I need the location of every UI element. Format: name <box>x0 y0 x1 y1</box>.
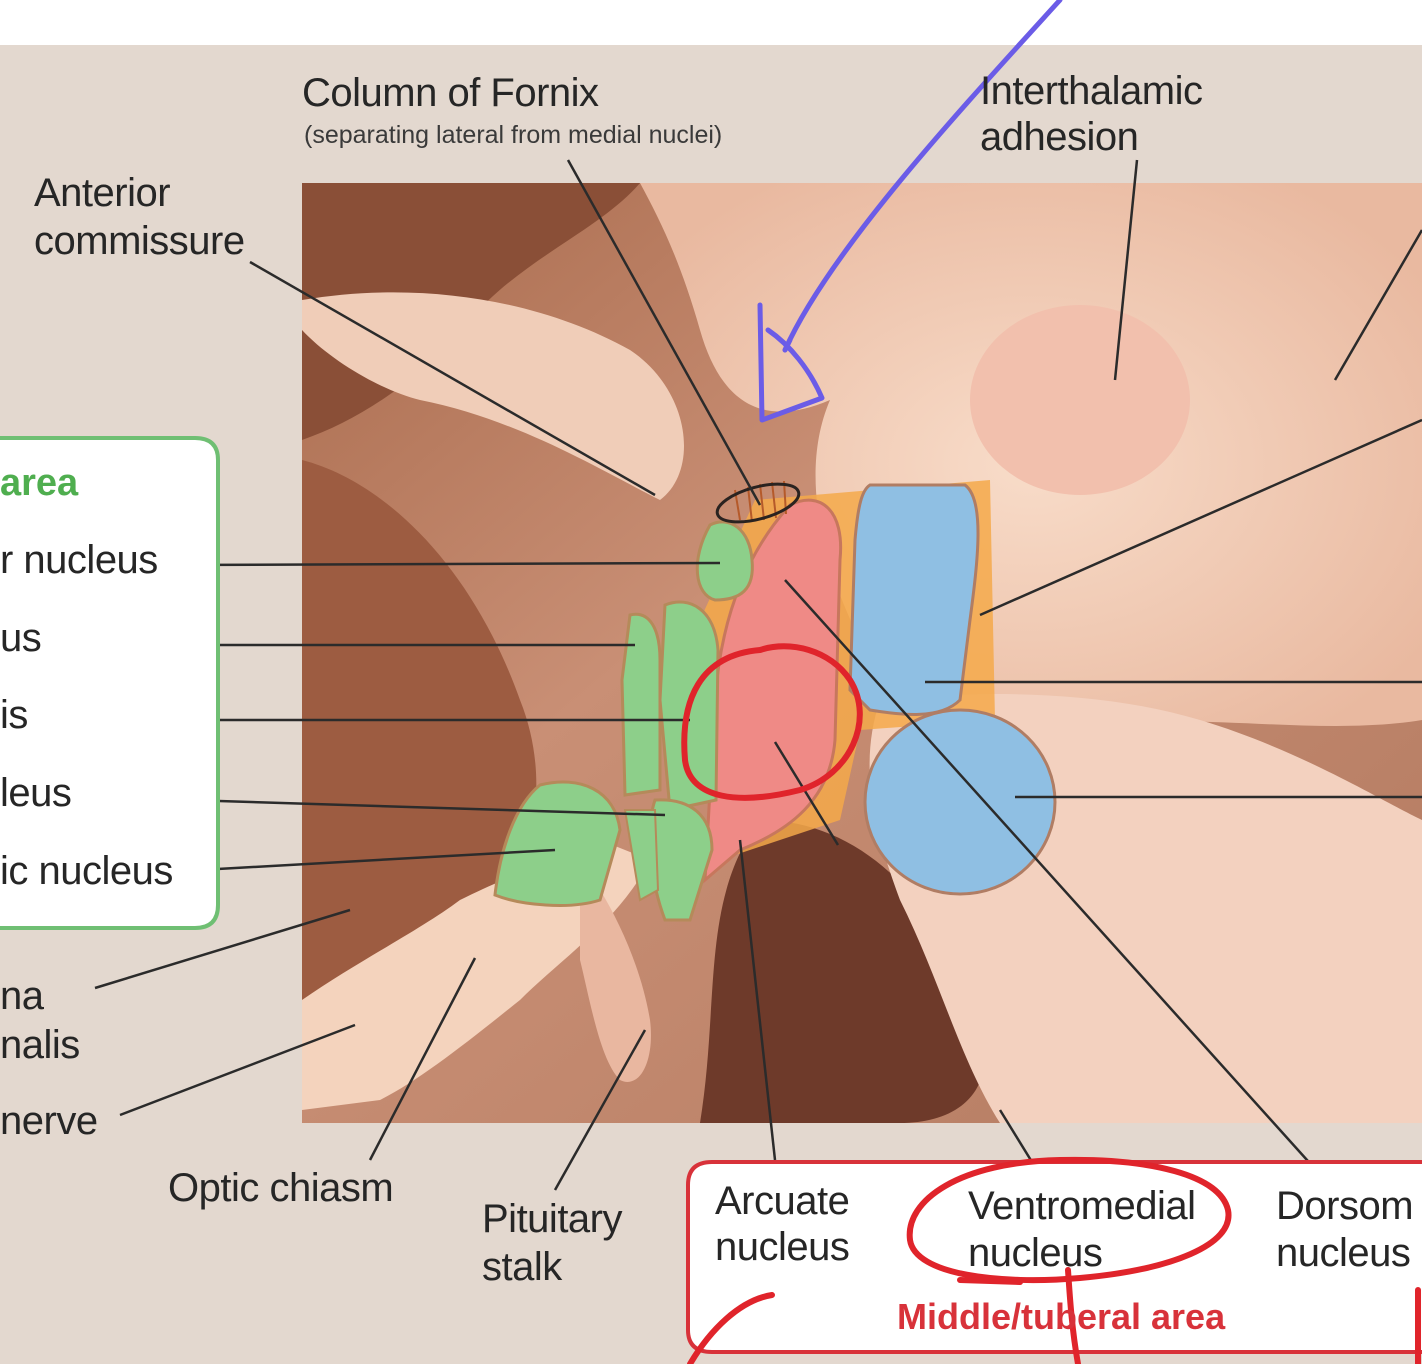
dorsomedial-region-lower <box>863 708 1057 896</box>
pituitary-label-line1: Pituitary <box>482 1197 623 1241</box>
nuclei-overlay <box>493 480 1057 922</box>
anterior-nucleus-3 <box>620 612 662 797</box>
arcuate-label-line1: Arcuate <box>715 1179 850 1223</box>
blue-arrow-annotation <box>757 0 1063 423</box>
dorsomedial-label-line1: Dorsom <box>1276 1184 1414 1228</box>
fornix-outline <box>715 482 801 524</box>
anterior-commissure-label-line1: Anterior <box>34 171 171 215</box>
ventromedial-label-line2: nucleus <box>968 1231 1103 1275</box>
column-of-fornix-label: Column of Fornix <box>302 71 599 115</box>
lamina-label-line1: na <box>0 974 44 1018</box>
ventromedial-circle-annotation <box>681 643 863 801</box>
anterior-item-2: us <box>0 616 42 660</box>
anterior-item-3: is <box>0 693 28 737</box>
optic-nerve-label: nerve <box>0 1099 98 1143</box>
dorsomedial-region-upper <box>848 483 980 716</box>
dorsomedial-label-line2: nucleus <box>1276 1231 1411 1275</box>
lamina-label-line2: nalis <box>0 1023 80 1067</box>
anterior-commissure-label-line2: commissure <box>34 219 245 263</box>
middle-area-title: Middle/tuberal area <box>897 1296 1226 1337</box>
interthalamic-label-line1: Interthalamic <box>980 69 1203 113</box>
anterior-area-title: area <box>0 462 79 504</box>
column-of-fornix-note: (separating lateral from medial nuclei) <box>304 121 723 149</box>
anterior-item-5: ic nucleus <box>0 849 173 893</box>
anterior-nucleus-1 <box>695 520 754 602</box>
anterior-nucleus-6 <box>623 809 660 902</box>
anterior-item-4: leus <box>0 771 72 815</box>
ventromedial-label-line1: Ventromedial <box>968 1184 1196 1228</box>
middle-area-box <box>686 1160 1422 1354</box>
red-annotations <box>681 643 1421 1364</box>
pituitary-label-line2: stalk <box>482 1245 562 1289</box>
ventromedial-label-circle-annotation <box>906 1156 1232 1284</box>
arcuate-label-line2: nucleus <box>715 1225 850 1269</box>
optic-chiasm-label: Optic chiasm <box>168 1166 394 1210</box>
anterior-area-box <box>0 436 220 930</box>
anterior-item-1: r nucleus <box>0 538 158 582</box>
interthalamic-label-line2: adhesion <box>980 115 1139 159</box>
